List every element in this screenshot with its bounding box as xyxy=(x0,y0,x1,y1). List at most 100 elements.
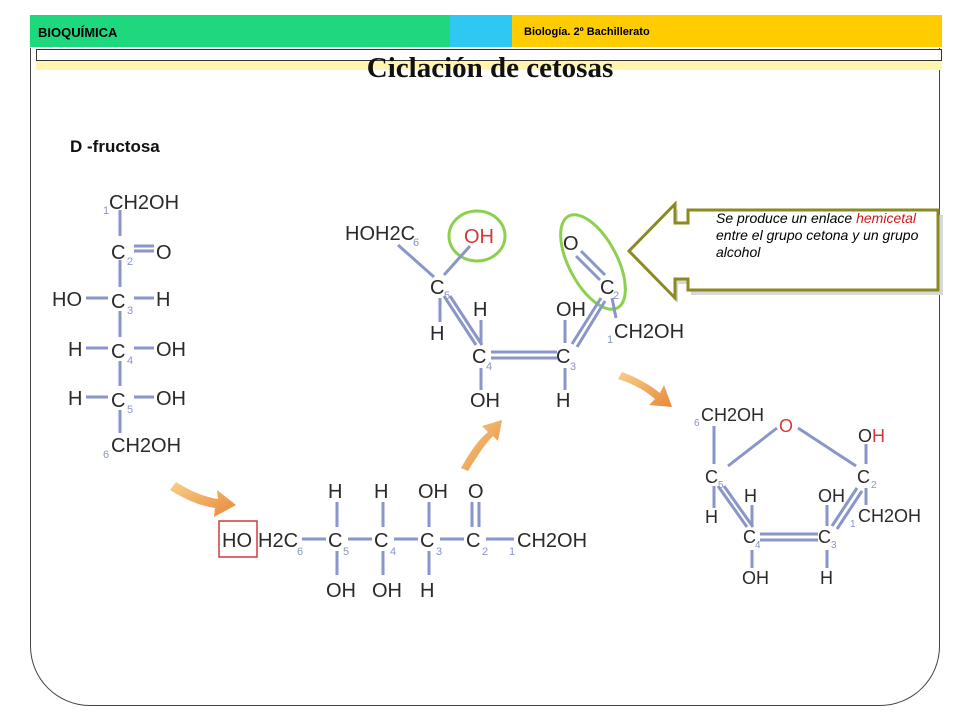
fischer-num-2: 2 xyxy=(127,256,133,268)
open-o: O xyxy=(563,233,579,255)
header-right-bar: Biología. 2º Bachillerato xyxy=(512,15,942,47)
linear-h-c4: H xyxy=(374,481,388,503)
linear-c3: C xyxy=(420,530,434,552)
ketone-highlight-ellipse xyxy=(559,213,627,311)
ring-c2: C xyxy=(857,467,870,487)
linear-num-6: 6 xyxy=(297,546,303,558)
ring-num-4: 4 xyxy=(755,540,761,551)
fischer-ch2oh-bottom: CH2OH xyxy=(111,435,181,457)
fischer-num-6: 6 xyxy=(103,449,109,461)
arrow-curved-icon xyxy=(170,482,236,517)
open-oh-c3: OH xyxy=(556,299,586,321)
ring-num-6: 6 xyxy=(694,418,700,429)
open-bond xyxy=(570,297,603,345)
ring-oh-h: H xyxy=(872,426,885,446)
fischer-c3-left: HO xyxy=(52,289,82,311)
hydroxyl-highlight-box xyxy=(218,520,258,558)
open-num-1: 1 xyxy=(607,334,613,346)
linear-c2: C xyxy=(466,530,480,552)
fischer-c5: C xyxy=(111,390,125,412)
ring-c3: C xyxy=(818,527,831,547)
ring-h-c4: H xyxy=(744,486,757,506)
linear-oh-c3: OH xyxy=(418,481,448,503)
fischer-c5-right: OH xyxy=(156,388,186,410)
open-oh: OH xyxy=(464,226,494,248)
open-c4: C xyxy=(472,346,486,368)
ring-num-3: 3 xyxy=(831,540,837,551)
ring-o: O xyxy=(779,416,793,436)
open-num-6: 6 xyxy=(413,237,419,249)
fischer-c4-right: OH xyxy=(156,339,186,361)
open-num-5: 5 xyxy=(444,290,450,302)
ring-c5: C xyxy=(705,467,718,487)
ring-bond xyxy=(797,426,857,468)
fischer-num-1: 1 xyxy=(103,205,109,217)
ring-bond xyxy=(727,426,778,468)
ring-h-c5: H xyxy=(705,507,718,527)
open-bond xyxy=(442,244,472,277)
linear-oh-c5: OH xyxy=(326,580,356,602)
linear-h2c: H2C xyxy=(258,530,298,552)
fischer-c4-left: H xyxy=(68,339,82,361)
fischer-c2: C xyxy=(111,242,125,264)
callout-text: Se produce un enlace hemicetal entre el … xyxy=(716,210,932,261)
open-bond xyxy=(442,295,478,346)
slide-frame xyxy=(30,48,940,706)
linear-num-3: 3 xyxy=(436,546,442,558)
fischer-num-5: 5 xyxy=(127,404,133,416)
open-num-4: 4 xyxy=(486,361,492,373)
open-c2: C xyxy=(600,277,614,299)
linear-structure xyxy=(302,502,514,575)
ring-bond xyxy=(830,487,859,527)
linear-ho: HO xyxy=(222,530,252,552)
ring-oh-c4: OH xyxy=(742,568,769,588)
open-num-3: 3 xyxy=(570,361,576,373)
ring-num-1: 1 xyxy=(850,519,856,530)
header-underline xyxy=(36,49,942,61)
ring-oh-c3: OH xyxy=(818,486,845,506)
fischer-o: O xyxy=(156,242,172,264)
open-bond xyxy=(575,300,607,348)
callout-text-after: entre el grupo cetona y un grupo alcohol xyxy=(716,227,919,260)
open-c3: C xyxy=(556,346,570,368)
open-bond xyxy=(579,249,607,277)
header-left-label: BIOQUÍMICA xyxy=(38,25,118,40)
slide-title: Ciclación de cetosas xyxy=(366,52,614,84)
open-h-c4: H xyxy=(473,299,487,321)
ring-bond xyxy=(835,490,864,530)
open-bond xyxy=(574,254,602,282)
callout-shape xyxy=(626,200,943,303)
ring-structure xyxy=(712,426,868,568)
callout-text-before: Se produce un enlace xyxy=(716,210,857,226)
hydroxyl-highlight-circle xyxy=(447,209,507,263)
linear-ch2oh: CH2OH xyxy=(517,530,587,552)
ring-oh-o: O xyxy=(858,426,872,446)
fischer-ch2oh-top: CH2OH xyxy=(109,192,179,214)
ring-num-5: 5 xyxy=(718,480,724,491)
ring-ch2oh: CH2OH xyxy=(701,405,764,425)
fischer-num-3: 3 xyxy=(127,305,133,317)
open-bond xyxy=(448,295,484,346)
linear-num-4: 4 xyxy=(390,546,396,558)
fischer-num-4: 4 xyxy=(127,355,133,367)
open-h-c5: H xyxy=(430,323,444,345)
header-left-bar: BIOQUÍMICA xyxy=(30,15,450,47)
arrow-curved-icon xyxy=(618,372,672,407)
callout-border xyxy=(626,200,940,302)
ring-num-2: 2 xyxy=(871,480,877,491)
callout-highlight: hemicetal xyxy=(856,210,917,226)
open-hoh2c: HOH2C xyxy=(345,223,415,245)
linear-num-5: 5 xyxy=(343,546,349,558)
open-oh-c4: OH xyxy=(470,390,500,412)
fischer-c4: C xyxy=(111,341,125,363)
ring-bond xyxy=(716,485,749,528)
ring-h-c3: H xyxy=(820,568,833,588)
linear-oh-c4: OH xyxy=(372,580,402,602)
linear-o-c2: O xyxy=(468,481,484,503)
linear-h-c3: H xyxy=(420,580,434,602)
header-mid-bar xyxy=(450,15,512,47)
open-bond xyxy=(610,297,618,319)
open-chain-structure xyxy=(397,243,618,390)
ring-c4: C xyxy=(743,527,756,547)
linear-c5: C xyxy=(328,530,342,552)
